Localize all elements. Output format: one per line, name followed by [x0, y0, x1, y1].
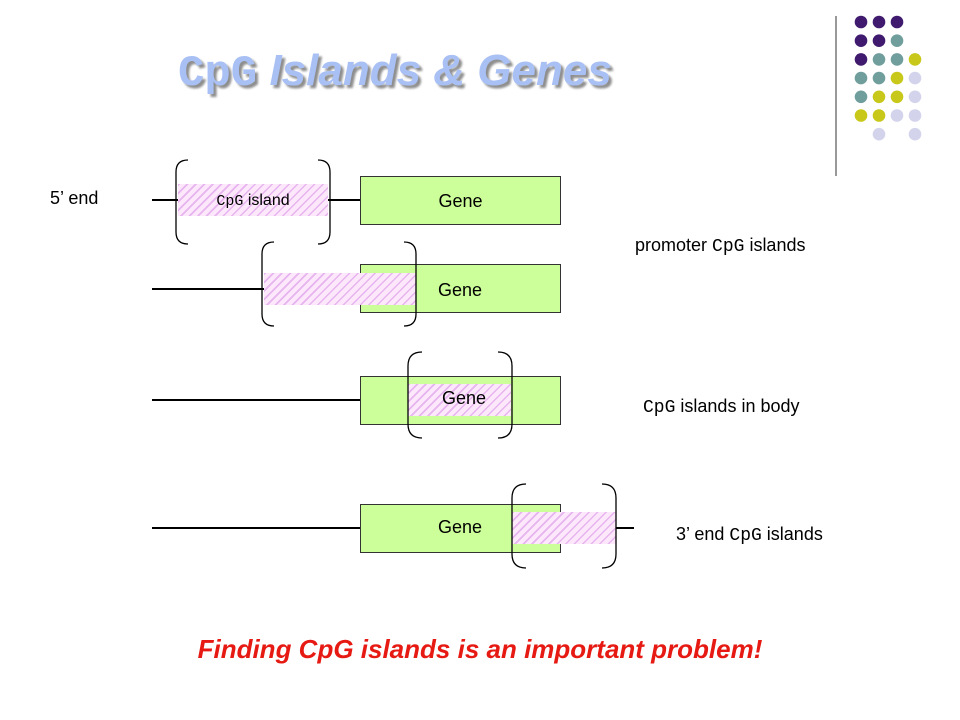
cpg-island-3 — [408, 384, 511, 416]
gene-box-1 — [360, 176, 561, 225]
decorative-dot — [908, 71, 922, 85]
dna-strand-2 — [152, 288, 264, 290]
bracket-right-4 — [601, 483, 617, 569]
five-prime-label: 5’ end — [50, 188, 99, 208]
decorative-dot — [908, 127, 922, 141]
dna-strand-3 — [152, 399, 360, 401]
bracket-left-2 — [261, 241, 275, 327]
decorative-dot — [890, 109, 904, 122]
bracket-left-3 — [407, 351, 423, 439]
decorative-dot — [890, 53, 904, 66]
category-3end-label: 3’ end CpG islands — [676, 524, 823, 546]
decorative-dot — [872, 15, 886, 29]
title-rest: Islands & Genes — [257, 46, 612, 95]
gene-label-4: Gene — [437, 517, 483, 537]
decorative-dot — [872, 109, 886, 122]
decorative-dot — [854, 109, 868, 122]
decorative-dot — [890, 15, 904, 29]
decorative-dot — [890, 71, 904, 85]
decorative-dot — [872, 90, 886, 104]
gene-label-3: Gene — [441, 388, 487, 408]
bracket-right-3 — [497, 351, 513, 439]
gene-label-1: Gene — [438, 191, 483, 211]
decorative-dot — [908, 109, 922, 122]
dna-strand-4 — [152, 527, 360, 529]
decorative-dot — [872, 71, 886, 85]
cpg-island-1 — [178, 184, 328, 216]
decorative-dot — [854, 90, 868, 104]
cpg-island-4 — [512, 512, 616, 544]
decorative-dot — [854, 15, 868, 29]
bracket-left-4 — [511, 483, 527, 569]
decorative-dot — [854, 34, 868, 47]
title-prefix: CpG — [178, 49, 258, 99]
dna-strand-4-tail — [616, 527, 634, 529]
gene-label-2: Gene — [437, 280, 483, 300]
decorative-dot — [872, 127, 886, 141]
decorative-dot — [908, 90, 922, 104]
bracket-right-1 — [317, 159, 331, 245]
decorative-dot — [872, 34, 886, 47]
cpg-island-label: CpG island — [216, 192, 290, 210]
bracket-left-1 — [175, 159, 189, 245]
decorative-dot — [854, 71, 868, 85]
decorative-dot — [890, 90, 904, 104]
decorative-dot — [890, 34, 904, 47]
footer-statement: Finding CpG islands is an important prob… — [197, 634, 763, 664]
bracket-right-2 — [403, 241, 417, 327]
decorative-dot — [908, 53, 922, 66]
cpg-island-2 — [264, 273, 416, 305]
decorative-dot — [854, 53, 868, 66]
page-title: CpG Islands & Genes — [178, 46, 612, 99]
category-promoter-label: promoter CpG islands — [635, 235, 806, 257]
category-body-label: CpG islands in body — [643, 396, 800, 418]
decorative-dot — [872, 53, 886, 66]
